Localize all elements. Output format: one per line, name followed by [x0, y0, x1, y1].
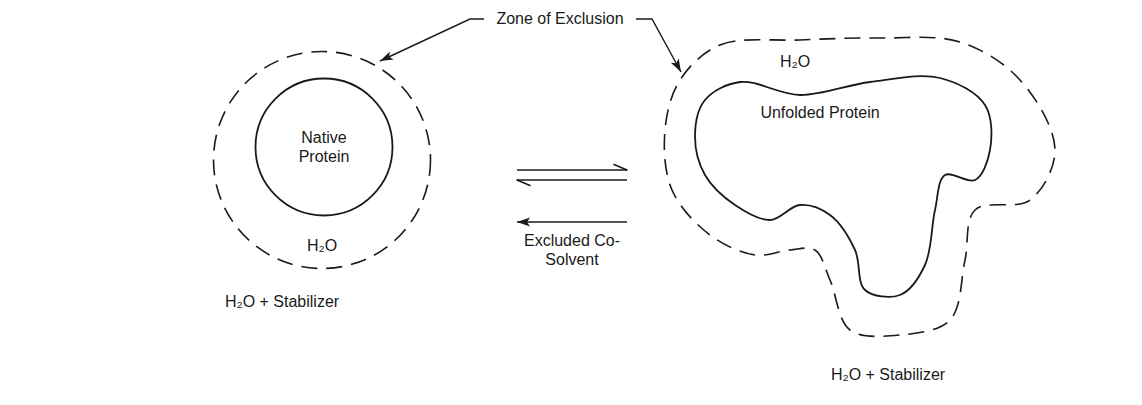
unfolded-protein: Unfolded Protein: [690, 65, 995, 300]
exclusion-zone: H₂O Native Protein: [212, 50, 432, 270]
protein-label: Unfolded Protein: [760, 103, 879, 122]
leader-line: [380, 19, 484, 61]
solution-label: H₂O + Stabilizer: [225, 292, 339, 311]
leader-line: [636, 19, 681, 72]
reaction-arrow: [517, 221, 627, 223]
water-label: H₂O: [307, 236, 337, 255]
water-label: H₂O: [780, 52, 810, 71]
arrow-label: Excluded Co-Solvent: [522, 231, 622, 269]
solution-label: H₂O + Stabilizer: [831, 365, 945, 384]
protein-label: Native Protein: [284, 128, 364, 166]
solid-outline: [256, 79, 393, 216]
reaction-arrow: [517, 179, 627, 181]
zone-label: Zone of Exclusion: [496, 9, 623, 28]
outline-shape: [660, 30, 1065, 345]
dashed-outline: [214, 52, 431, 269]
reaction-arrow: [517, 169, 627, 171]
outline-shape: [690, 65, 995, 300]
solid-outline: [695, 76, 991, 297]
native-protein: Native Protein: [254, 77, 394, 217]
dashed-outline: [664, 37, 1055, 336]
outline-shape: [254, 77, 394, 217]
exclusion-zone: H₂O Unfolded Protein: [660, 30, 1065, 345]
